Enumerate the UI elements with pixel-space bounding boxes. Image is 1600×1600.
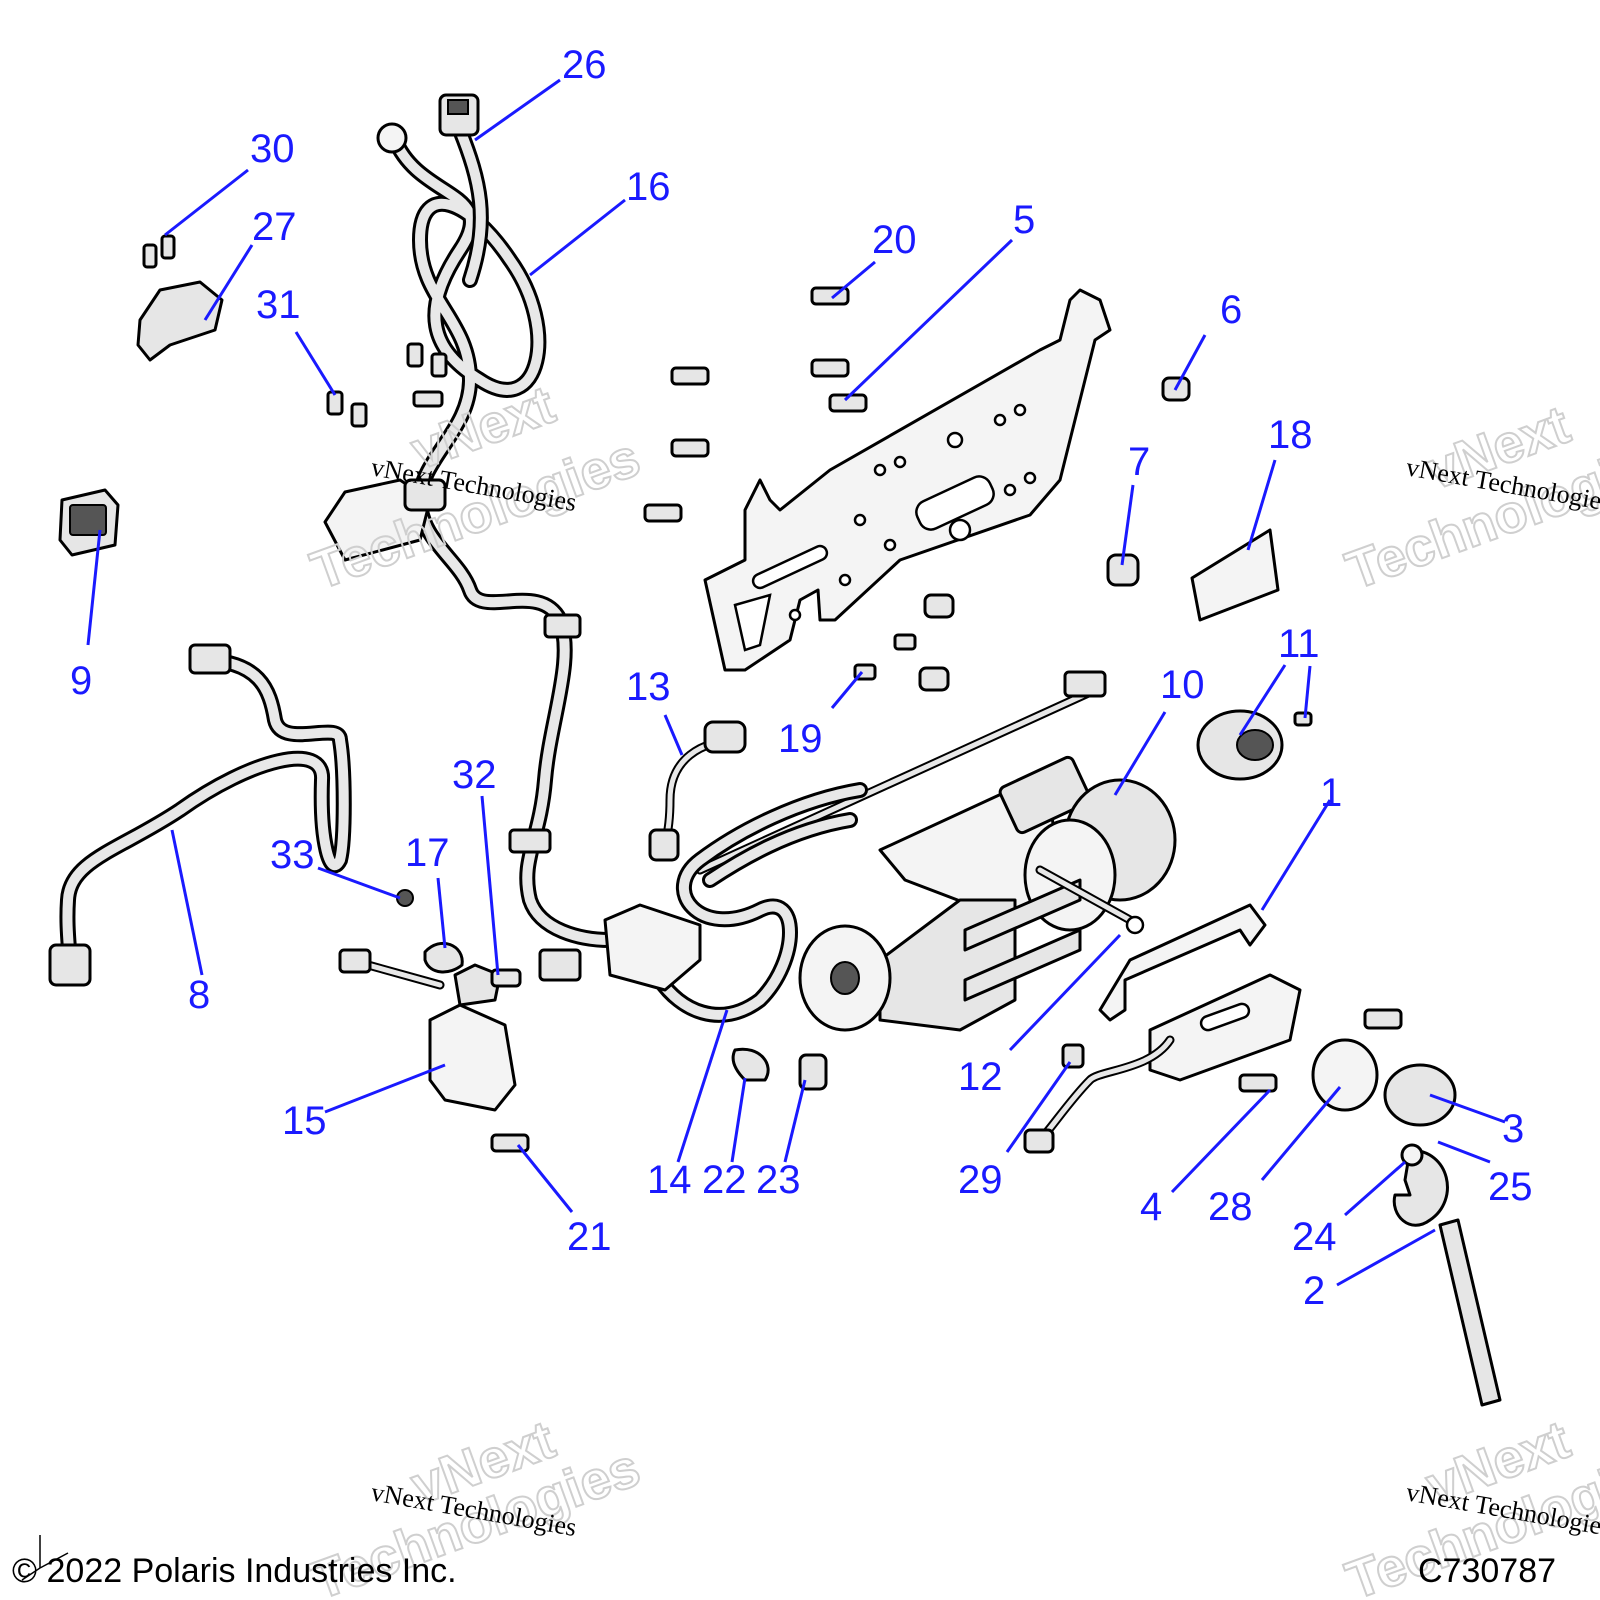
callout-3: 3 [1502, 1107, 1524, 1151]
bolts-20 [643, 286, 955, 692]
callout-11: 11 [1278, 622, 1320, 666]
callout-6: 6 [1220, 288, 1242, 332]
clamp-17 [423, 941, 464, 974]
clip-22 [731, 1047, 770, 1082]
callout-33: 33 [270, 833, 315, 877]
screws-31 [326, 342, 448, 428]
callout-8: 8 [188, 973, 210, 1017]
bolt-4 [1238, 1073, 1278, 1093]
callout-28: 28 [1208, 1185, 1253, 1229]
callout-4: 4 [1140, 1185, 1162, 1229]
bolt-fairlead [1363, 1008, 1403, 1030]
cable-8 [48, 643, 352, 987]
callout-23: 23 [756, 1158, 801, 1202]
callout-30: 30 [250, 127, 295, 171]
screw-32 [490, 968, 522, 988]
cable-13 [648, 720, 747, 862]
label-18 [1190, 528, 1280, 622]
stopper-28 [1311, 1038, 1379, 1112]
fairlead [1148, 973, 1302, 1082]
cable-bundle-14 [538, 782, 868, 1023]
screws-30 [142, 234, 176, 269]
hook-assembly [1392, 1143, 1502, 1407]
callout-17: 17 [405, 831, 450, 875]
callout-12: 12 [958, 1055, 1003, 1099]
drawing-code: C730787 [1418, 1552, 1556, 1590]
callout-31: 31 [256, 283, 301, 327]
stopper-3 [1383, 1063, 1457, 1127]
cable-29 [1023, 1035, 1175, 1154]
callout-2: 2 [1303, 1269, 1325, 1313]
wire-harness-16 [323, 93, 618, 948]
callout-25: 25 [1488, 1165, 1533, 1209]
winch-10 [798, 755, 1177, 1032]
callout-27: 27 [252, 205, 297, 249]
copyright-notice: © 2022 Polaris Industries Inc. [12, 1552, 457, 1590]
callout-7: 7 [1128, 440, 1150, 484]
callout-14: 14 [647, 1158, 692, 1202]
clip-23 [798, 1053, 828, 1091]
leader-lines [86, 78, 1506, 1287]
solenoid-15 [338, 948, 517, 1112]
callout-29: 29 [958, 1158, 1003, 1202]
rocker-switch-9 [58, 488, 120, 557]
callout-1: 1 [1320, 771, 1342, 815]
watermark-top-right: vNext Technologies vNext Technologies [1338, 394, 1600, 603]
callouts: 26 30 16 27 20 5 31 6 7 18 9 11 13 10 19… [70, 43, 1533, 1313]
callout-5: 5 [1013, 198, 1035, 242]
callout-9: 9 [70, 659, 92, 703]
callout-18: 18 [1268, 413, 1313, 457]
callout-16: 16 [626, 165, 671, 209]
bracket-1 [1098, 903, 1267, 1022]
callout-13: 13 [626, 665, 671, 709]
parts-artwork [48, 93, 1502, 1407]
callout-21: 21 [567, 1215, 612, 1259]
callout-20: 20 [872, 218, 917, 262]
callout-15: 15 [282, 1099, 327, 1143]
clutch-knob-11 [1196, 709, 1313, 781]
mounting-plate-5 [703, 288, 1112, 672]
axis-triad-icon [21, 1535, 69, 1581]
callout-22: 22 [702, 1158, 747, 1202]
callout-26: 26 [562, 43, 607, 87]
callout-24: 24 [1292, 1215, 1337, 1259]
callout-32: 32 [452, 753, 497, 797]
callout-10: 10 [1160, 663, 1205, 707]
callout-19: 19 [778, 717, 823, 761]
switch-bracket-27 [136, 280, 224, 362]
